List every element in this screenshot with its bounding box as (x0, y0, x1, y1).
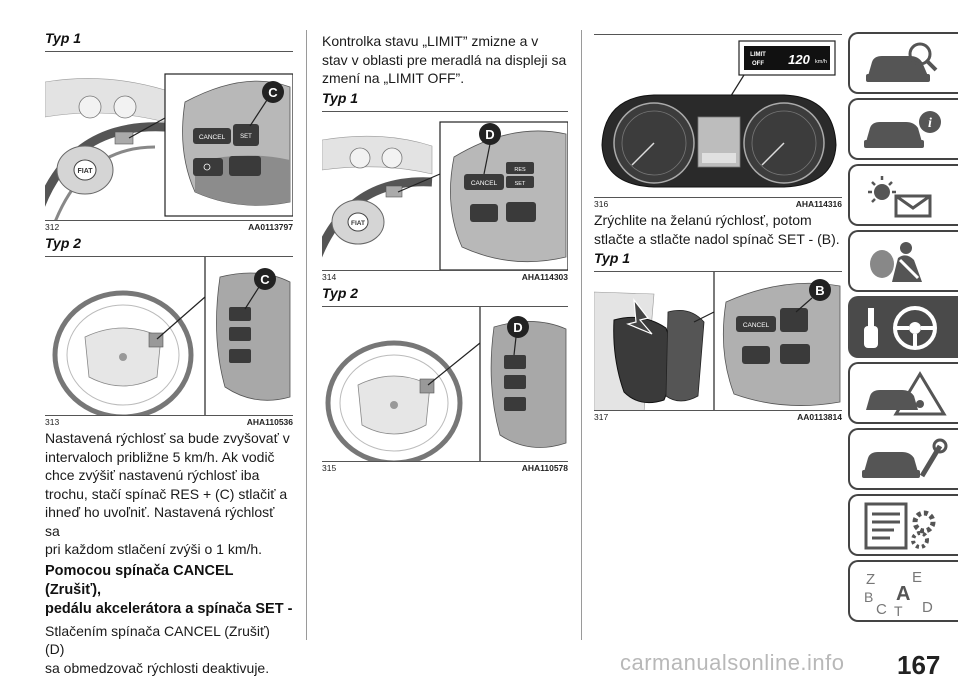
type-heading: Typ 2 (322, 284, 359, 301)
tab-safety[interactable] (848, 230, 958, 292)
accelerator-pedal-illustration: CANCEL B (594, 272, 842, 410)
paragraph-speed-increase: Nastavená rýchlosť sa bude zvyšovať v in… (45, 430, 290, 557)
type-heading: Typ 1 (45, 30, 82, 46)
figure-code: AHA114303 (521, 271, 568, 282)
safety-airbag-icon (870, 242, 922, 282)
figure-number: 313 (45, 417, 60, 427)
index-icon: Z E A B C T D (864, 569, 933, 616)
tab-maintenance[interactable] (848, 428, 958, 490)
column-1: Typ 1 FIAT CANCEL SET (45, 30, 293, 677)
column-2: Kontrolka stavu „LIMIT” zmizne a v stav … (322, 30, 568, 474)
svg-text:Z: Z (866, 571, 875, 588)
tab-warning-lights[interactable] (848, 164, 958, 226)
figure-code: AA0113797 (248, 222, 293, 232)
res-button-label: RES (514, 167, 526, 173)
svg-text:A: A (896, 583, 910, 605)
callout-d: D (485, 127, 494, 142)
figure-number: 316 (594, 199, 609, 209)
steering-wheel-controls-illustration: FIAT CANCEL RES SET D (322, 111, 568, 270)
dashboard-info-icon (866, 42, 938, 82)
tab-dashboard[interactable] (848, 32, 958, 94)
callout-d: D (513, 320, 522, 335)
emergency-icon (866, 371, 947, 416)
column-3: LIMIT OFF 120 km/h 316 AHA114316 Zrýchli… (594, 30, 842, 423)
figure-312: FIAT CANCEL SET C (45, 51, 293, 221)
warning-lights-icon (868, 176, 932, 218)
cancel-button-label: CANCEL (199, 134, 226, 141)
svg-text:i: i (928, 116, 932, 131)
cancel-button-label: CANCEL (471, 180, 498, 187)
display-off-label: OFF (752, 61, 764, 67)
fiat-logo: FIAT (77, 168, 93, 175)
figure-caption: 314 AHA114303 (322, 272, 568, 283)
svg-text:E: E (912, 569, 922, 586)
svg-text:C: C (876, 601, 887, 616)
starting-driving-icon (864, 306, 937, 350)
callout-b: B (815, 283, 824, 298)
instrument-cluster-illustration: LIMIT OFF 120 km/h (594, 35, 842, 197)
figure-315: D (322, 305, 568, 462)
steering-wheel-controls-illustration: FIAT CANCEL SET C (45, 52, 293, 220)
figure-number: 314 (322, 271, 337, 282)
figure-number: 317 (594, 412, 609, 422)
vehicle-info-icon: i (864, 111, 941, 148)
tab-emergency[interactable] (848, 362, 958, 424)
tab-vehicle-info[interactable]: i (848, 98, 958, 160)
figure-number: 312 (45, 222, 60, 232)
figure-number: 315 (322, 462, 337, 473)
callout-c: C (260, 272, 270, 287)
page-number: 167 (897, 650, 941, 678)
type-heading: Typ 1 (594, 250, 631, 266)
figure-caption: 317 AA0113814 (594, 412, 842, 423)
figure-316: LIMIT OFF 120 km/h (594, 34, 842, 198)
tab-starting-driving[interactable] (848, 296, 958, 358)
svg-text:T: T (894, 603, 903, 616)
set-button-label: SET (240, 134, 252, 140)
display-speed-unit: km/h (815, 59, 827, 65)
column-divider (581, 30, 582, 640)
technical-data-icon (864, 502, 936, 550)
set-button-label: SET (515, 181, 526, 187)
paragraph-limit-off: Kontrolka stavu „LIMIT” zmizne a v stav … (322, 33, 567, 86)
tab-index[interactable]: Z E A B C T D (848, 560, 958, 622)
fiat-logo: FIAT (351, 220, 365, 227)
figure-314: FIAT CANCEL RES SET D (322, 110, 568, 271)
figure-caption: 315 AHA110578 (322, 463, 568, 474)
figure-code: AHA110578 (521, 462, 568, 473)
callout-c: C (268, 85, 278, 100)
svg-text:D: D (922, 599, 933, 616)
watermark: carmanualsonline.info (620, 650, 845, 675)
figure-code: AA0113814 (797, 412, 842, 422)
figure-code: AHA114316 (795, 199, 842, 209)
figure-code: AHA110536 (246, 417, 293, 427)
type-heading: Typ 1 (322, 89, 359, 106)
tab-technical-data[interactable] (848, 494, 958, 556)
maintenance-icon (862, 438, 948, 478)
figure-313: C (45, 256, 293, 416)
cancel-button-label: CANCEL (743, 322, 770, 329)
type-heading: Typ 2 (45, 235, 82, 251)
svg-text:B: B (864, 589, 873, 605)
display-limit-label: LIMIT (750, 52, 766, 58)
steering-wheel-type2-illustration: C (45, 257, 293, 415)
column-divider (306, 30, 307, 640)
steering-wheel-type2-illustration: D (322, 306, 568, 461)
figure-caption: 313 AHA110536 (45, 417, 293, 428)
display-speed-value: 120 (788, 52, 810, 67)
figure-caption: 316 AHA114316 (594, 199, 842, 210)
paragraph-cancel: Stlačením spínača CANCEL (Zrušiť) (D) sa… (45, 622, 270, 676)
figure-caption: 312 AA0113797 (45, 222, 293, 233)
paragraph-accelerate: Zrýchlite na želanú rýchlosť, potom stla… (594, 212, 840, 247)
figure-317: CANCEL B (594, 271, 842, 411)
section-heading: Pomocou spínača CANCEL (Zrušiť), pedálu … (45, 562, 293, 617)
